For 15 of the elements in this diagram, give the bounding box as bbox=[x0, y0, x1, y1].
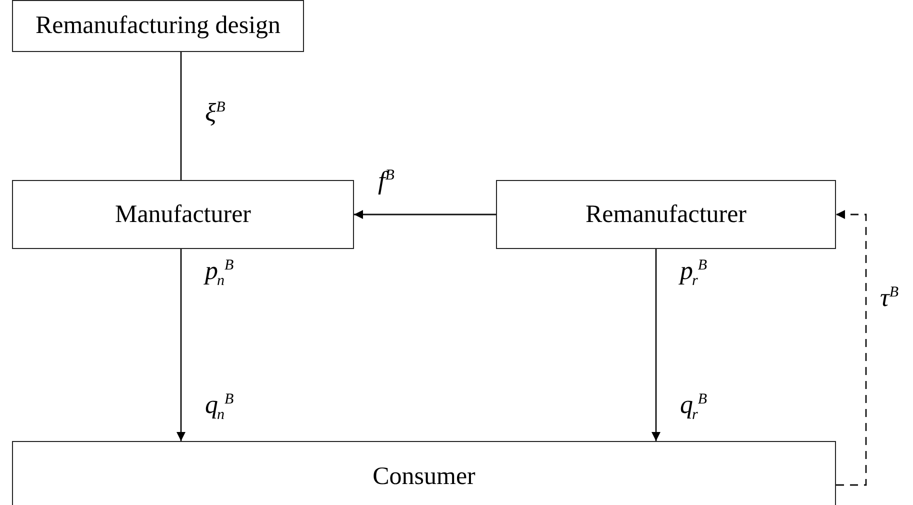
process-box bbox=[12, 180, 354, 249]
connector-line bbox=[180, 52, 182, 180]
edge-label: ξ$^{B}$ bbox=[205, 100, 226, 126]
box-label: Manufacturer bbox=[114, 200, 252, 228]
arrow bbox=[652, 249, 660, 441]
process-box bbox=[12, 0, 304, 52]
process-box bbox=[496, 180, 836, 249]
arrow bbox=[836, 210, 867, 486]
box-label: Consumer bbox=[372, 462, 476, 490]
edge-label: f$^{B}$ bbox=[378, 168, 394, 194]
process-box bbox=[12, 441, 836, 505]
box-label: Remanufacturing design bbox=[35, 12, 281, 40]
box-label: Remanufacturer bbox=[585, 200, 747, 228]
arrow bbox=[354, 210, 496, 219]
arrow bbox=[176, 249, 186, 441]
